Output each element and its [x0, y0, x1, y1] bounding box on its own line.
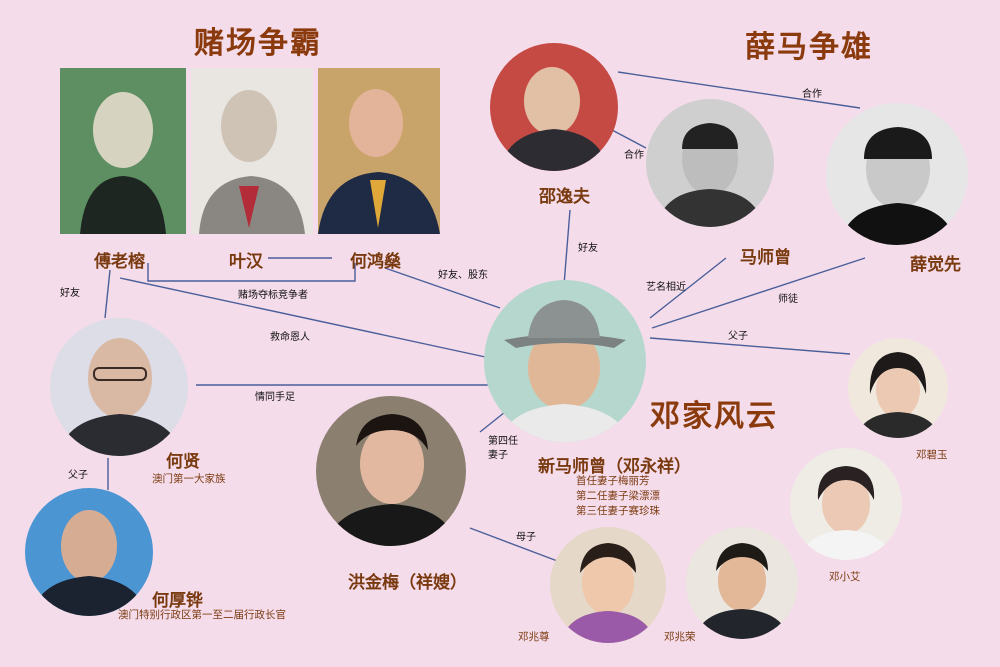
name-deng-zhaorong: 邓兆荣	[664, 631, 696, 643]
label-coop-1: 合作	[802, 89, 822, 100]
photo-shao-yifu	[490, 43, 618, 171]
line-fu-friend	[104, 269, 111, 319]
label-name-similar: 艺名相近	[646, 282, 686, 293]
label-father-son-2: 父子	[728, 331, 748, 342]
photo-he-hongshen	[318, 68, 440, 234]
section-title-shaw-sit: 薛马争雄	[745, 30, 873, 65]
line-father-son-2	[649, 337, 851, 355]
label-mother-son: 母子	[516, 532, 536, 543]
photo-he-houhua	[25, 488, 153, 616]
label-fourth-wife-2: 妻子	[488, 450, 508, 461]
photo-hong-jinmei	[316, 396, 466, 546]
desc-he-xian: 澳门第一大家族	[152, 473, 226, 485]
wife-1: 首任妻子梅丽芳	[576, 475, 650, 487]
wife-2: 第二任妻子梁漂漂	[576, 490, 660, 502]
line-shao-friend	[563, 209, 571, 286]
line-coop-1	[617, 71, 861, 109]
label-father-son-1: 父子	[68, 470, 88, 481]
photo-deng-xiaoai	[790, 448, 902, 560]
label-mentor: 师徒	[778, 294, 798, 305]
name-fu-laorong: 傅老榕	[94, 252, 145, 272]
line-he-friend-shareholder	[384, 267, 501, 309]
line-fourth-wife	[479, 411, 506, 433]
desc-he-houhua: 澳门特别行政区第一至二届行政长官	[118, 609, 286, 621]
line-mother-son	[469, 527, 561, 563]
name-he-hongshen: 何鸿燊	[350, 252, 401, 272]
line-competitors	[147, 263, 356, 282]
name-ma-shizeng: 马师曾	[740, 248, 791, 268]
label-coop-2: 合作	[624, 150, 644, 161]
line-savior	[119, 277, 491, 359]
photo-deng-biyu	[848, 338, 948, 438]
label-competitors: 赌场夺标竞争者	[238, 290, 308, 301]
photo-xue-juexian	[826, 103, 968, 245]
photo-new-ma-shizeng	[484, 280, 646, 442]
photo-fu-laorong	[60, 68, 186, 234]
line-coop-2	[611, 129, 647, 149]
name-new-ma-shizeng: 新马师曾（邓永祥）	[538, 457, 691, 477]
label-friend-2: 好友	[578, 243, 598, 254]
label-brothers: 情同手足	[255, 392, 295, 403]
section-title-tang: 邓家风云	[650, 399, 778, 434]
photo-ma-shizeng	[646, 99, 774, 227]
label-friend-shareholder: 好友、股东	[438, 270, 488, 281]
photo-ye-han	[191, 68, 313, 234]
name-he-xian: 何贤	[166, 452, 200, 472]
wife-3: 第三任妻子赛珍珠	[576, 505, 660, 517]
line-mentor	[651, 257, 866, 329]
name-deng-zhaozun: 邓兆尊	[518, 631, 550, 643]
section-title-casino: 赌场争霸	[194, 26, 322, 61]
name-shao-yifu: 邵逸夫	[539, 187, 590, 207]
label-savior: 救命恩人	[270, 332, 310, 343]
label-friend-1: 好友	[60, 288, 80, 299]
photo-deng-zhaozun	[550, 527, 666, 643]
photo-he-xian	[50, 318, 188, 456]
name-hong-jinmei: 洪金梅（祥嫂）	[348, 573, 467, 593]
name-ye-han: 叶汉	[229, 252, 263, 272]
name-xue-juexian: 薛觉先	[910, 255, 961, 275]
name-deng-xiaoai: 邓小艾	[829, 571, 861, 583]
line-name-similar	[649, 257, 727, 319]
label-fourth-wife-1: 第四任	[488, 436, 518, 447]
photo-deng-zhaorong	[686, 527, 798, 639]
name-he-houhua: 何厚铧	[152, 591, 203, 611]
name-deng-biyu: 邓碧玉	[916, 449, 948, 461]
